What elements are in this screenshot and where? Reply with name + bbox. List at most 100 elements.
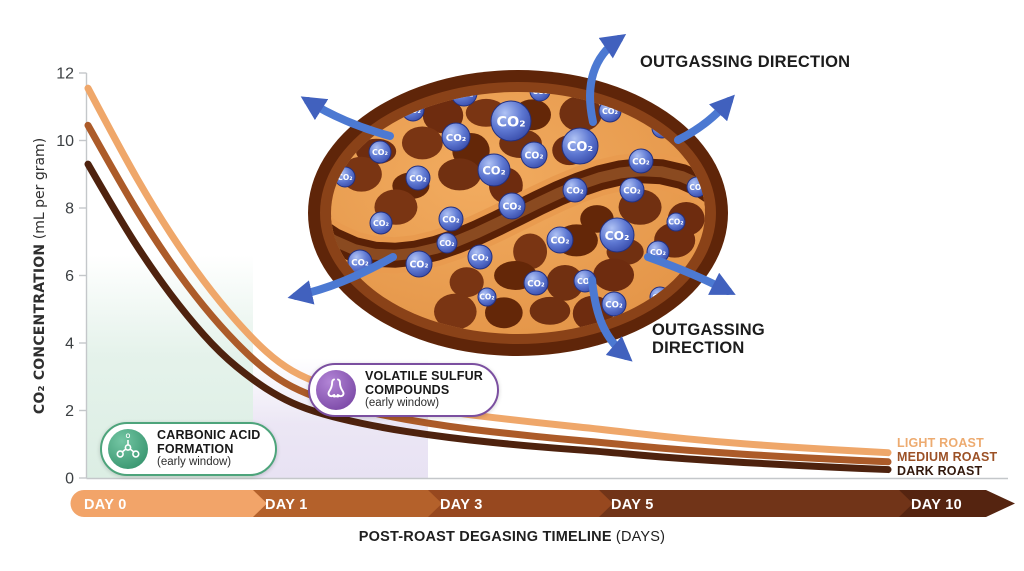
carbonic-line2: FORMATION — [157, 441, 234, 456]
timeline-segment-day-1 — [253, 490, 442, 517]
co2-bubble-label: CO₂ — [479, 293, 494, 302]
co2-bubble-sphere — [477, 153, 511, 187]
x-axis-title-main: POST-ROAST DEGASING TIMELINE — [358, 529, 612, 545]
co2-bubble: CO₂ — [546, 226, 574, 254]
co2-bubble: CO₂ — [477, 153, 511, 187]
co2-bubble: CO₂ — [561, 127, 599, 165]
co2-bubble-sphere — [666, 212, 686, 232]
x-axis-title: POST-ROAST DEGASING TIMELINE (DAYS) — [0, 529, 1024, 545]
co2-bubble-label: CO₂ — [482, 163, 505, 177]
co2-bubble-sphere — [520, 141, 548, 169]
outgassing-arrow-top-right — [674, 94, 735, 144]
sulfur-line3: (early window) — [365, 397, 440, 410]
x-axis-title-unit: (DAYS) — [611, 529, 666, 545]
sulfur-line2: COMPOUNDS — [365, 382, 450, 397]
co2-bubble: CO₂ — [490, 100, 532, 142]
co2-bubble-label: CO₂ — [532, 87, 547, 96]
timeline-day-label: DAY 0 — [84, 497, 127, 513]
sulfur-line1: VOLATILE SULFUR — [365, 368, 484, 383]
co2-bubble: CO₂ — [369, 211, 393, 235]
outgassing-arrow-top-left — [300, 96, 394, 140]
timeline-segment-day-5 — [599, 490, 913, 517]
bean-cell — [513, 233, 548, 270]
co2-bubble-label: CO₂ — [410, 260, 429, 271]
outgassing-direction-label-bottom: OUTGASSING DIRECTION — [652, 321, 765, 358]
co2-bubble: CO₂ — [438, 206, 464, 232]
outgassing-direction-label-top: OUTGASSING DIRECTION — [640, 53, 851, 71]
co2-bubble-sphere — [441, 122, 471, 152]
outgassing-bottom-line2: DIRECTION — [652, 339, 745, 358]
co2-bubble-label: CO₂ — [525, 151, 544, 162]
y-tick-label: 6 — [65, 268, 74, 285]
co2-bubble-label: CO₂ — [668, 218, 683, 227]
co2-bubble-sphere — [369, 211, 393, 235]
svg-text:O: O — [126, 434, 131, 440]
co2-bubble: CO₂ — [436, 232, 458, 254]
co2-bubble-label: CO₂ — [337, 173, 352, 182]
timeline-day-label: DAY 10 — [911, 497, 962, 513]
co2-bubble-label: CO₂ — [503, 202, 522, 213]
y-tick-label: 10 — [56, 133, 74, 150]
y-tick-label: 4 — [65, 336, 74, 353]
co2-bubble-sphere — [438, 206, 464, 232]
y-axis-title: CO₂ CONCENTRATION (mL per gram) — [32, 138, 48, 414]
timeline-day-label: DAY 3 — [440, 497, 483, 513]
co2-bubble-sphere — [467, 244, 493, 270]
co2-bubble-label: CO₂ — [650, 248, 667, 257]
co2-bubble-sphere — [477, 287, 497, 307]
co2-bubble-label: CO₂ — [446, 133, 466, 144]
bean-cell — [529, 296, 571, 325]
co2-bubble-label: CO₂ — [605, 300, 623, 310]
co2-bubble-sphere — [599, 217, 635, 253]
co2-bubble-sphere — [562, 177, 588, 203]
co2-bubble-sphere — [628, 148, 654, 174]
co2-bubble: CO₂ — [477, 287, 497, 307]
volatile-sulfur-badge: VOLATILE SULFUR COMPOUNDS (early window) — [308, 363, 500, 417]
co2-bubble: CO₂ — [628, 148, 654, 174]
bean-cell — [593, 258, 635, 292]
co2-bubble-label: CO₂ — [527, 279, 545, 289]
co2-bubble: CO₂ — [601, 291, 627, 317]
nose-icon — [316, 370, 356, 410]
co2-bubble-sphere — [490, 100, 532, 142]
y-axis-title-main: CO₂ CONCENTRATION — [32, 243, 48, 415]
co2-bubble: CO₂ — [441, 122, 471, 152]
volatile-sulfur-badge-text: VOLATILE SULFUR COMPOUNDS (early window) — [365, 368, 484, 410]
timeline-day-label: DAY 5 — [611, 497, 654, 513]
outgassing-arrow-mid-left — [287, 253, 397, 305]
co2-bubble-sphere — [405, 165, 431, 191]
co2-bubble: CO₂ — [529, 87, 551, 102]
co2-bubble-label: CO₂ — [442, 215, 460, 225]
co2-bubble-label: CO₂ — [632, 157, 650, 167]
co2-bubble-sphere — [368, 140, 392, 164]
outgassing-arrows — [287, 34, 736, 362]
y-axis-title-unit: (mL per gram) — [32, 137, 48, 244]
co2-bubble-label: CO₂ — [605, 229, 630, 243]
bean-cell — [438, 158, 481, 191]
co2-bubble: CO₂ — [405, 165, 431, 191]
co2-bubble: CO₂ — [498, 192, 526, 220]
bean-cell — [546, 264, 584, 301]
timeline-segment-day-0 — [70, 490, 267, 517]
co2-bubble: CO₂ — [368, 140, 392, 164]
co2-bubble-sphere — [601, 291, 627, 317]
co2-bubble: CO₂ — [520, 141, 548, 169]
co2-bubble: CO₂ — [666, 212, 686, 232]
y-tick-label: 2 — [65, 403, 74, 420]
co2-bubble-label: CO₂ — [409, 174, 427, 184]
bean-cell — [485, 297, 523, 329]
co2-bubble-label: CO₂ — [439, 239, 454, 248]
co2-bubble-label: CO₂ — [566, 186, 584, 196]
medium-roast-curve — [84, 121, 892, 466]
bean-cell — [401, 126, 443, 160]
carbonic-acid-badge-text: CARBONIC ACID FORMATION (early window) — [157, 428, 261, 469]
molecule-icon: O — [108, 429, 148, 469]
co2-bubble-sphere — [436, 232, 458, 254]
co2-bubble-label: CO₂ — [372, 148, 389, 157]
bean-cell — [434, 293, 477, 330]
outgassing-bottom-line1: OUTGASSING — [652, 321, 765, 339]
